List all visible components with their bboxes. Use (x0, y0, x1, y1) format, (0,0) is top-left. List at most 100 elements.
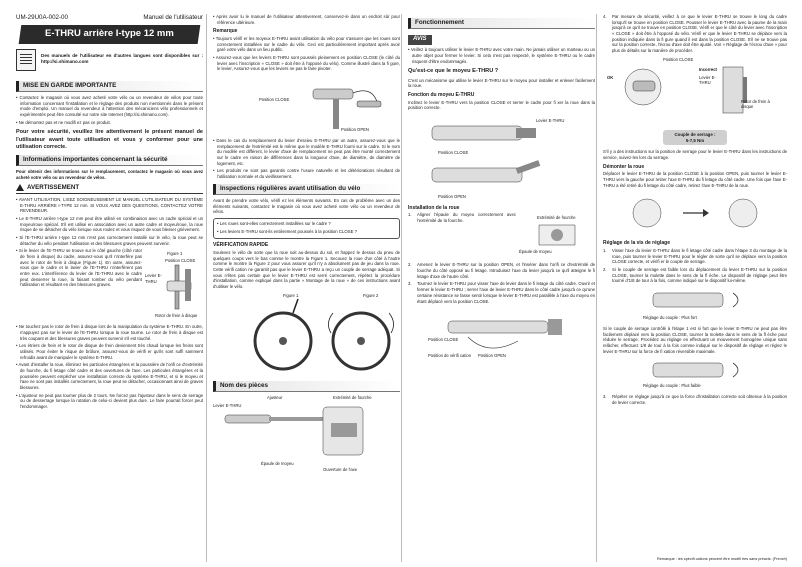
part-fork-end-label: Extrémité de fourche (333, 394, 372, 400)
warning-list: AVANT UTILISATION, LISEZ SOIGNEUSEMENT L… (16, 197, 203, 246)
important-list: Contactez le magasin où vous avez acheté… (16, 95, 203, 125)
fig-fork-end-label: Extrémité de fourche (537, 215, 576, 221)
list-item: Si l'E-THRU arrière I-type 12 mm n'est p… (16, 235, 203, 246)
list-item: Les roues sont-elles correctement instal… (217, 221, 396, 227)
close-position-figure: Position CLOSE OK Incorrect Levier E-THR… (603, 57, 787, 127)
what-title: Qu'est-ce que le moyeu E-THRU ? (408, 68, 499, 75)
adjust-step: 2.Si le couple de serrage est faible lor… (603, 266, 787, 284)
section-safety: Informations importantes concernant la s… (16, 155, 203, 167)
list-item: Le E-THRU arrière I-type 12 mm peut être… (16, 216, 203, 233)
fig-open-label: Position OPEN (341, 126, 369, 132)
fig-lever-label: Levier E-THRU (699, 74, 716, 86)
install-step: 4.Par mesure de sécurité, veillez à ce q… (603, 14, 787, 54)
fig-close-label: Position CLOSE (428, 337, 459, 343)
figure1-block: Si le levier de l'E-THRU se trouve sur l… (16, 248, 203, 324)
figure-label: Figure 1 (283, 292, 299, 298)
fig-rotor-label: Rotor de frein à disque (741, 98, 770, 110)
fork-end-drawing (538, 225, 576, 246)
safety-replace: Pour obtenir des informations sur le rem… (16, 169, 203, 181)
lever-positions-drawing (312, 88, 382, 129)
figure-label: Figure 1 (167, 251, 183, 257)
column-divider (401, 14, 402, 562)
ok-label: OK (607, 74, 614, 80)
torque-value: 5-7,5 Nm (685, 137, 705, 143)
column-divider (206, 14, 207, 562)
list-item: Toujours vérifi er les moyeux E-THRU ava… (213, 36, 400, 53)
fig-close-label: Position CLOSE (438, 149, 469, 155)
install-drawing (447, 319, 562, 349)
fig-close-label: Position CLOSE (165, 258, 196, 264)
torque-box: Couple de serrage : 5-7,5 Nm (663, 129, 727, 146)
fig-weak-label: Réglage du couple : Plus faible (643, 383, 701, 389)
warning-triangle-icon (16, 184, 24, 192)
fig-thread-label: Position de vérifi cation (428, 353, 472, 359)
install-step: 2.Amenez le levier E-THRU sur la positio… (408, 262, 595, 279)
close-position-drawing (624, 66, 747, 113)
figure-1: Figure 1 Position CLOSE Levier E-THRU Ro… (145, 251, 203, 321)
part-shoulder-label: Épaule de moyeu (261, 460, 294, 466)
fig-shoulder-label: Épaule de moyeu (519, 249, 552, 255)
list-item: Après avoir lu le manuel de l'utilisateu… (213, 14, 400, 25)
fig-strong-label: Réglage du couple : Plus fort (643, 314, 697, 320)
online-notice: Des manuels de l'utilisateur en d'autres… (16, 48, 203, 71)
quick-check-figures: Figure 1 Figure 2 (213, 293, 400, 377)
list-item: Assurez-vous que les leviers E-THRU sont… (213, 55, 400, 72)
what-text: C'est un mécanisme qui utilise le levier… (408, 77, 595, 89)
parts-drawing (224, 406, 364, 456)
figure-label: Figure 2 (363, 292, 379, 298)
rotor-lever-drawing (166, 265, 192, 310)
page-title: E-THRU arrière I-type 12 mm (18, 25, 201, 44)
incorrect-label: Incorrect (699, 66, 717, 72)
list-item: Veillez à toujours utiliser le levier E-… (408, 47, 595, 64)
online-notice-text: Des manuels de l'utilisateur en d'autres… (41, 52, 203, 64)
install-figure-1: Extrémité de fourche Épaule de moyeu (519, 215, 595, 259)
adjust-strong-figure: Réglage du couple : Plus fort (603, 287, 787, 323)
section-important: MISE EN GARDE IMPORTANTE (16, 80, 203, 93)
inspect-intro: Avant de prendre votre vélo, vérifi ez l… (213, 197, 400, 215)
list-item: Ne touchez pas le rotor de frein à disqu… (16, 324, 203, 341)
column-2: Après avoir lu le manuel de l'utilisateu… (213, 14, 400, 562)
section-inspect: Inspections régulières avant utilisation… (213, 183, 400, 195)
manual-book-icon (16, 48, 36, 71)
fig-open-label: Position OPEN (478, 353, 506, 359)
section-func: Fonctionnement (408, 18, 595, 30)
func-text: Inclinez le levier E-THRU vers la positi… (408, 99, 595, 111)
part-lever-label: Levier E-THRU (213, 402, 242, 408)
func-figure: Levier E-THRU Position CLOSE Position OP… (408, 114, 595, 202)
torque-label: Couple de serrage : (674, 131, 716, 137)
column-3: Fonctionnement AVIS Veillez à toujours u… (408, 14, 595, 562)
fig-close-label: Position CLOSE (259, 96, 290, 102)
warning-title: AVERTISSEMENT (27, 183, 80, 191)
adjust-weak-figure: Réglage du couple : Plus faible (603, 357, 787, 391)
list-item: Les produits ne sont pas garantis contre… (213, 168, 400, 179)
list-item: Les étriers de frein et le rotor de disq… (16, 343, 203, 360)
list-item: Les leviers E-THRU sont-ils entièrement … (217, 229, 396, 235)
list-item: AVANT UTILISATION, LISEZ SOIGNEUSEMENT L… (16, 197, 203, 214)
adjust-title: Réglage de la vis de réglage (603, 240, 670, 247)
list-item: Contactez le magasin où vous avez acheté… (16, 95, 203, 118)
adjust-step: 1.Visser l'axe du levier E-THRU dans le … (603, 247, 787, 265)
inspect-checklist: Les roues sont-elles correctement instal… (213, 217, 400, 240)
part-axle-open-label: Ouverture de l'axe (323, 466, 358, 472)
adjust-strong-drawing (652, 292, 739, 308)
install-figure-3: Position CLOSE Position de vérifi cation… (408, 307, 595, 363)
list-item: L'ajusteur ne peut pas tourner plus de 2… (16, 393, 203, 410)
torque-note: S'il y a des instructions sur la positio… (603, 149, 787, 160)
adjust-step: 3.Répéter ce réglage jusqu'à ce que la f… (603, 394, 787, 405)
list-item: Ne démontez pas et ne modifi ez pas ce p… (16, 120, 203, 126)
notice-tag: AVIS (408, 35, 432, 46)
manual-label: Manuel de l'utilisateur (143, 14, 203, 21)
fig-lever-label: Levier E-THRU (145, 273, 162, 284)
func-title: Fonction du moyeu E-THRU (408, 91, 475, 98)
list-item: Avant d'installer la roue, éliminez les … (16, 362, 203, 390)
fig-open-label: Position OPEN (438, 193, 466, 199)
warning-header: AVERTISSEMENT (16, 183, 203, 194)
safety-notice: Pour votre sécurité, veuillez lire atten… (16, 129, 203, 150)
remove-figure (603, 191, 787, 237)
quick-text: Soulevez le vélo de sorte que la roue so… (213, 249, 400, 289)
install-step: 1.Aligner l'épaule du moyeu correctement… (408, 212, 516, 224)
section-parts: Nom des pièces (213, 380, 400, 392)
doc-id: UM-29U0A-002-00 (16, 14, 68, 21)
wheel-check-drawing (253, 298, 394, 371)
part-adjuster-label: Ajusteur (267, 394, 283, 400)
